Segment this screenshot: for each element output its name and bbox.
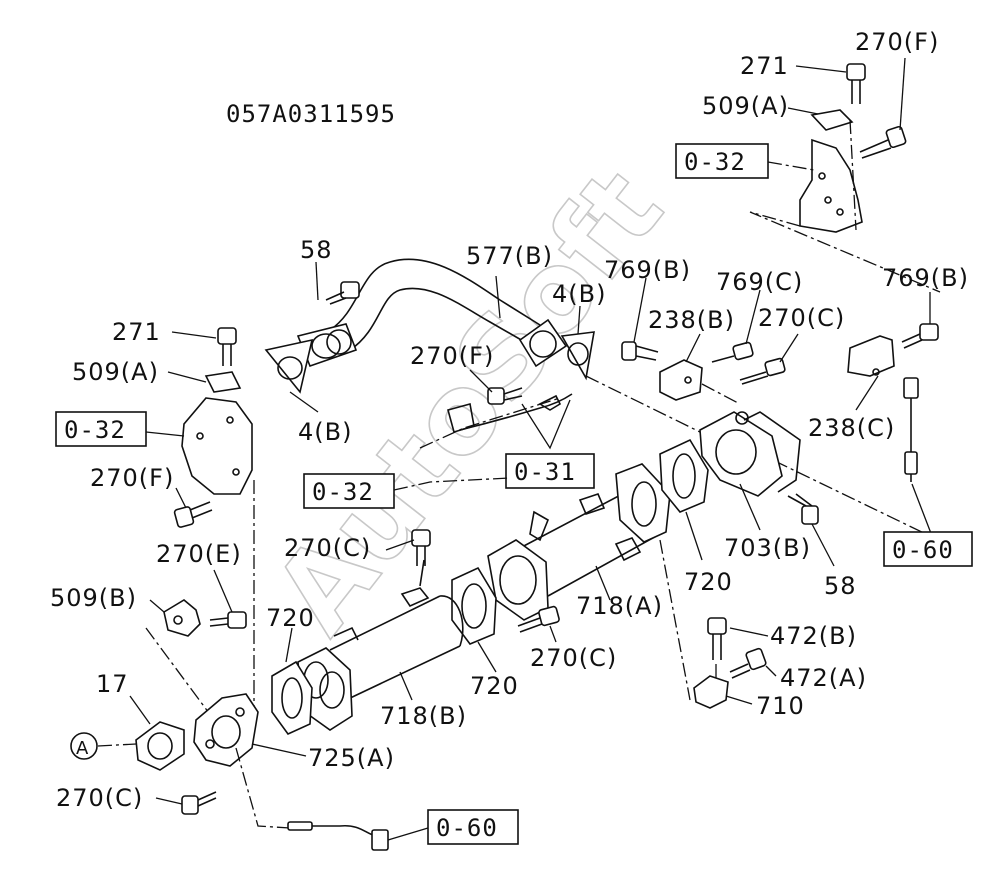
ref-box-1: [675, 143, 769, 179]
ref-box-6-text: 0-60: [892, 536, 954, 564]
label-509a-top: 509(A): [702, 92, 789, 120]
bolt-270c-low: [517, 605, 560, 643]
label-472b: 472(B): [770, 622, 857, 650]
label-270e: 270(E): [156, 540, 242, 568]
label-720-mid: 720: [470, 672, 519, 700]
label-270c-top: 270(C): [758, 304, 845, 332]
clamp-710-group: [659, 539, 777, 709]
label-769b-right: 769(B): [882, 264, 969, 292]
ref-box-2-text: 0-32: [64, 416, 126, 444]
diagram-code: 057A0311595: [226, 100, 396, 128]
label-270c-bottom: 270(C): [56, 784, 143, 812]
gasket-720-left: [271, 627, 313, 735]
callout-a-circle: [70, 732, 98, 760]
label-710: 710: [756, 692, 805, 720]
gasket-4b-right: [560, 305, 701, 433]
top-right-bracket-group: [749, 57, 941, 293]
label-270c-mid: 270(C): [284, 534, 371, 562]
label-238b: 238(B): [648, 306, 735, 334]
ref-box-6: [883, 531, 973, 567]
label-769c: 769(C): [716, 268, 803, 296]
label-718a: 718(A): [576, 592, 663, 620]
label-720-left: 720: [266, 604, 315, 632]
label-509a-left: 509(A): [72, 358, 159, 386]
ref-box-5-text: 0-60: [436, 814, 498, 842]
label-769b-mid: 769(B): [604, 256, 691, 284]
label-58-top: 58: [300, 236, 333, 264]
pipe-577b: [296, 258, 568, 368]
gasket-4b-left: [264, 338, 319, 413]
ref-box-5: [427, 809, 519, 845]
left-bracket-group: [145, 327, 255, 720]
right-bracket-sensor: [751, 292, 939, 537]
label-17: 17: [96, 670, 129, 698]
callout-a-text: A: [76, 738, 89, 759]
label-238c: 238(C): [808, 414, 895, 442]
label-509b: 509(B): [50, 584, 137, 612]
label-271-top: 271: [740, 52, 789, 80]
label-718b: 718(B): [380, 702, 467, 730]
ref-box-3: [303, 473, 395, 509]
label-271-left: 271: [112, 318, 161, 346]
ref-box-4: [505, 453, 595, 489]
stud-bracket-group: [621, 277, 799, 405]
label-4b-left: 4(B): [298, 418, 352, 446]
ref-box-3-text: 0-32: [312, 478, 374, 506]
ref-box-1-text: 0-32: [684, 148, 746, 176]
gasket-720-right: [659, 438, 709, 561]
label-270f-mid: 270(F): [410, 342, 494, 370]
label-472a: 472(A): [780, 664, 867, 692]
label-725a: 725(A): [308, 744, 395, 772]
label-58-bottom: 58: [824, 572, 857, 600]
label-270f-top: 270(F): [855, 28, 939, 56]
label-270c-low: 270(C): [530, 644, 617, 672]
label-703b: 703(B): [724, 534, 811, 562]
ref-box-2: [55, 411, 147, 447]
gasket-720-mid: [451, 566, 497, 673]
label-270f-left: 270(F): [90, 464, 174, 492]
flange-725a-group: [97, 693, 429, 851]
label-577b: 577(B): [466, 242, 553, 270]
center-clips: [419, 369, 573, 450]
label-720-right: 720: [684, 568, 733, 596]
egr-valve-703b: [699, 411, 835, 567]
ref-box-4-text: 0-31: [514, 458, 576, 486]
label-4b-right: 4(B): [552, 280, 606, 308]
